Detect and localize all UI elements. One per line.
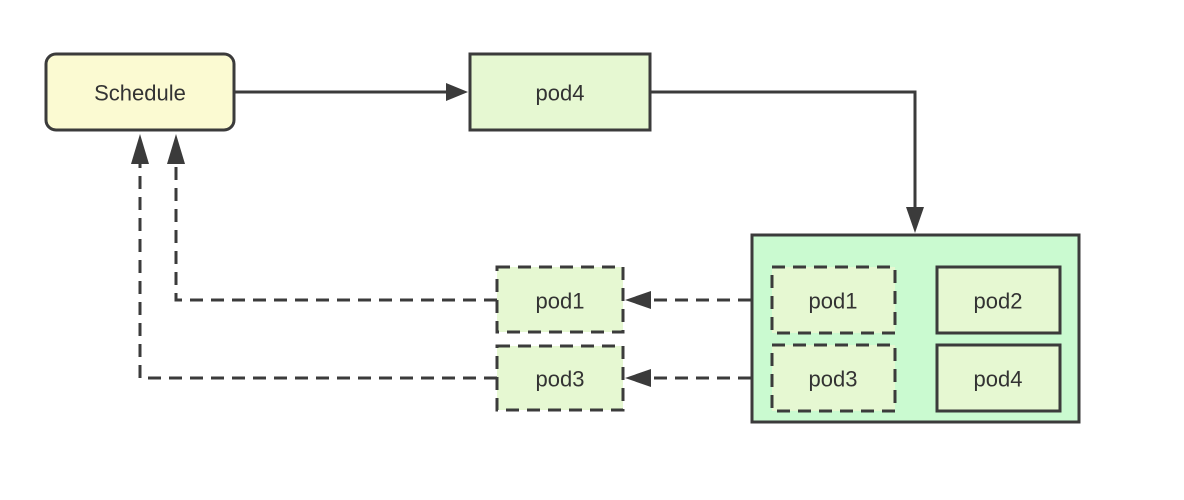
arrowhead-up-icon [167, 134, 185, 164]
evicted-pod1-box [495, 265, 625, 334]
connector-newpod-to-container [650, 90, 917, 207]
schedule-label: Schedule [94, 81, 186, 106]
container-pod3-label: pod3 [809, 367, 858, 392]
arrowhead-left-icon [625, 369, 651, 387]
container-pod2-box [935, 265, 1062, 335]
container-pod1-box [770, 265, 897, 335]
new-pod-node [468, 52, 652, 132]
arrowhead-left-icon [625, 291, 651, 309]
new-pod-label: pod4 [536, 81, 585, 106]
container-pod3-box [770, 343, 897, 413]
evicted-pod3-label: pod3 [536, 367, 585, 392]
schedule-node [44, 52, 236, 132]
arrowhead-right-icon [446, 83, 468, 101]
connector-evictedpod3-to-schedule [138, 164, 497, 380]
evicted-pod1-label: pod1 [536, 289, 585, 314]
container-pod2-label: pod2 [974, 289, 1023, 314]
evicted-pod3-box [495, 344, 625, 412]
container-pod4-box [935, 343, 1062, 413]
arrowhead-down-icon [906, 207, 924, 233]
container-pod1-label: pod1 [809, 289, 858, 314]
arrowhead-up-icon [131, 134, 149, 164]
connector-evictedpod1-to-schedule [174, 164, 497, 302]
container-pod4-label: pod4 [974, 367, 1023, 392]
